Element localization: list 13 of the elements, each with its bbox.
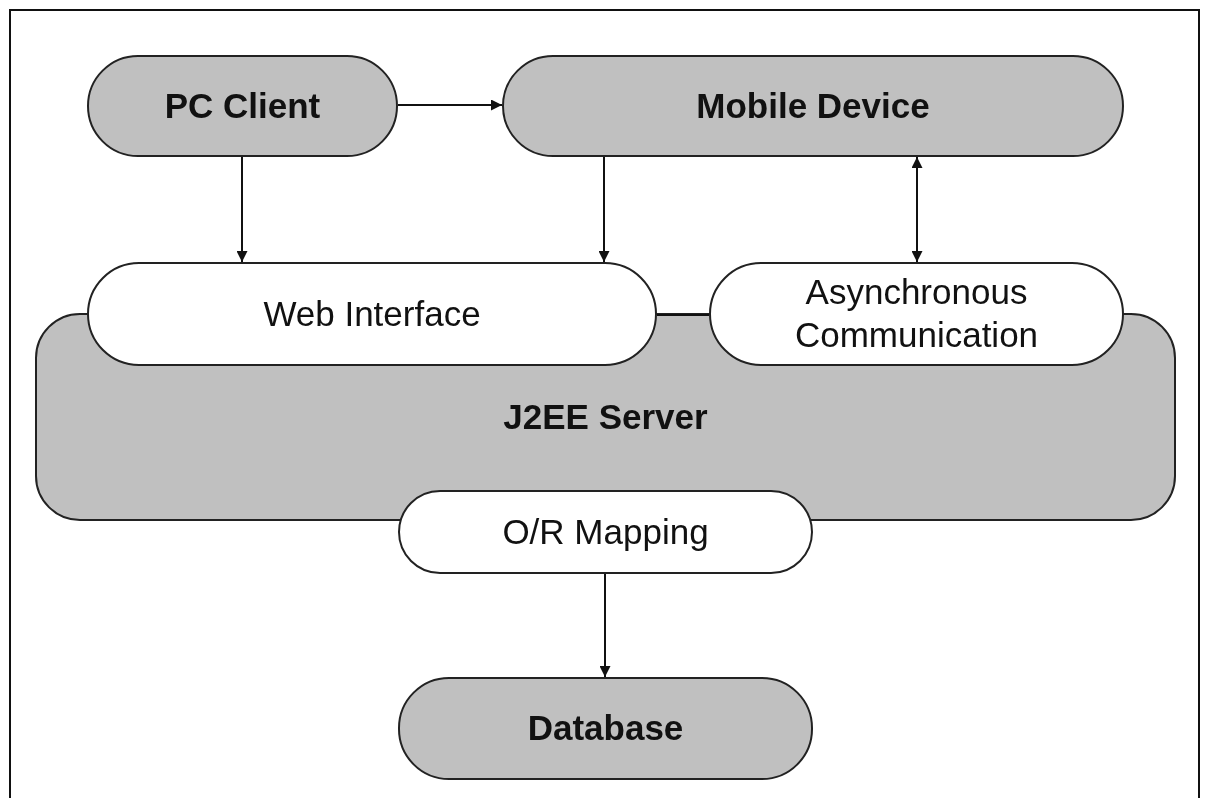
- node-label: Database: [527, 707, 684, 750]
- arrow: [397, 99, 503, 111]
- arrow: [911, 156, 923, 263]
- node-label: Mobile Device: [696, 84, 930, 127]
- node-label: Asynchronous Communication: [793, 271, 1040, 356]
- node-label: Web Interface: [263, 292, 481, 335]
- arrow: [598, 156, 610, 263]
- arrow: [236, 156, 248, 263]
- connector-line: [656, 314, 710, 316]
- node-label: J2EE Server: [503, 395, 708, 438]
- node-label: PC Client: [164, 84, 321, 127]
- arrow: [599, 573, 611, 678]
- node-label: O/R Mapping: [502, 510, 709, 553]
